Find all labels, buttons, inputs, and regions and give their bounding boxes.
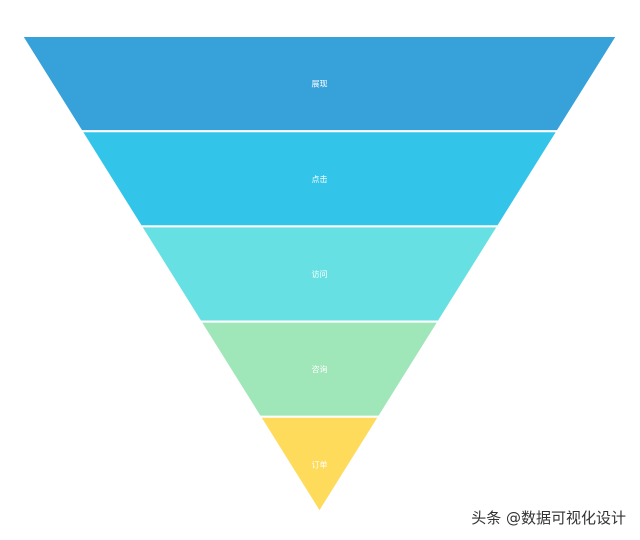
funnel-label: 咨询: [312, 364, 328, 374]
funnel-label: 点击: [312, 174, 328, 184]
funnel-label: 访问: [312, 269, 328, 279]
funnel-segment-5: [258, 415, 381, 514]
watermark: 头条 @数据可视化设计: [471, 509, 626, 527]
funnel-label: 订单: [312, 459, 328, 469]
funnel-label: 展现: [312, 80, 328, 89]
